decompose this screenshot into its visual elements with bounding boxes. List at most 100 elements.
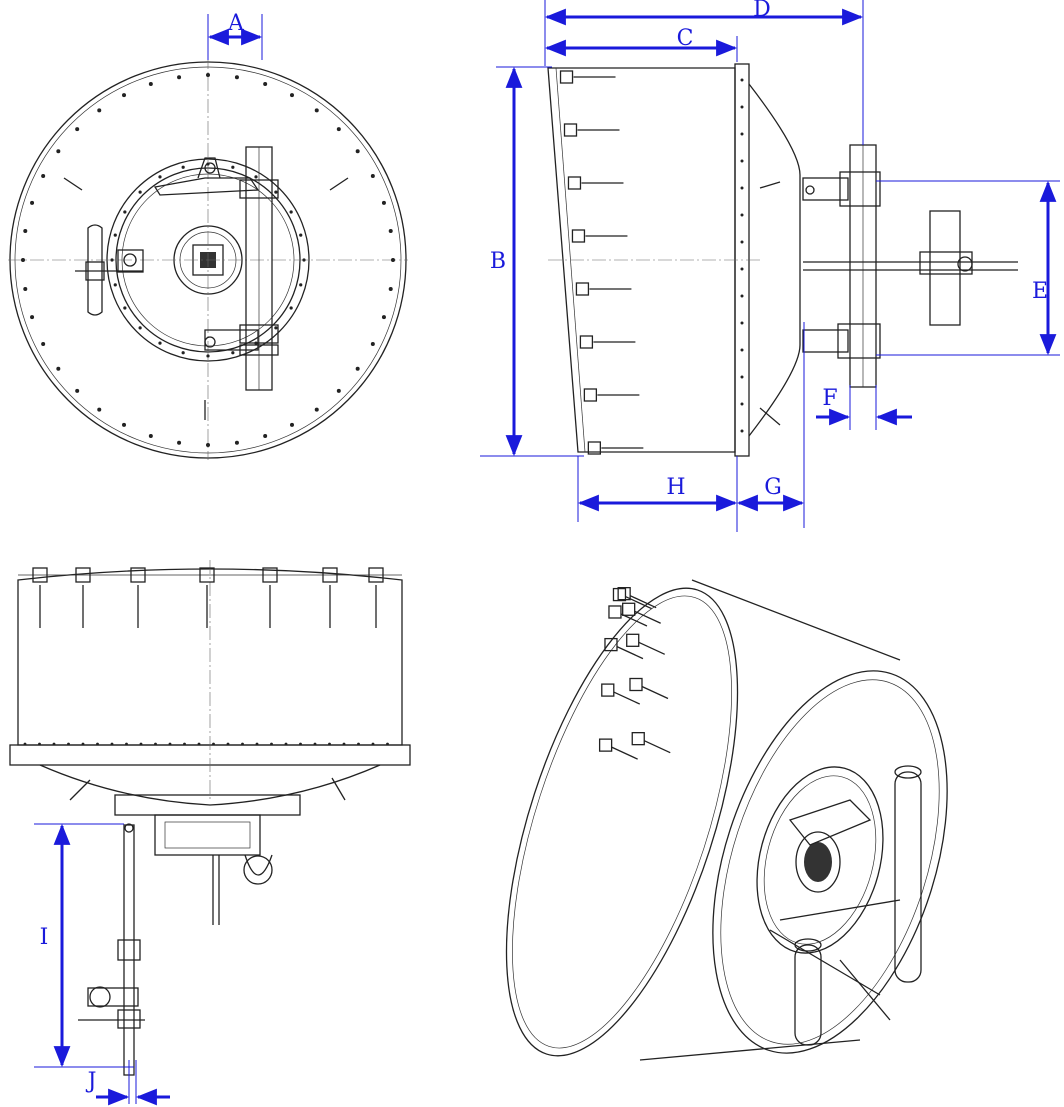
flange-bolt	[123, 210, 127, 214]
dimensions: A D C B E F H G	[34, 0, 1060, 1106]
dimension-h-label: H	[666, 475, 685, 500]
side-latch-plate	[567, 176, 582, 190]
side-latch-plate	[563, 123, 578, 137]
side-flange-bolt	[740, 105, 744, 109]
bottom-flange-bolt	[168, 742, 172, 746]
side-latch-plate	[571, 229, 586, 243]
iso-latch-plate	[604, 637, 618, 652]
bottom-latches	[32, 567, 384, 628]
bottom-flange-bolt	[328, 742, 331, 746]
rim-bolt	[388, 286, 393, 291]
iso-latch-plate	[617, 587, 631, 601]
flange-bolt	[113, 283, 117, 287]
iso-latch-arm	[611, 746, 638, 760]
rim-bolt	[122, 422, 127, 427]
rim-bolt	[355, 366, 360, 371]
flange-bolt	[254, 175, 258, 179]
dimension-j-label: J	[86, 1069, 97, 1094]
rim-bolt	[148, 433, 153, 438]
iso-latch-arm	[638, 641, 665, 655]
rim-bolt	[177, 75, 182, 80]
rim-bolt	[97, 108, 102, 113]
dimension-g-label: G	[764, 475, 782, 500]
bottom-flange-bolt	[371, 742, 375, 746]
bottom-flange-bolt	[299, 742, 302, 746]
bottom-flange-bolt	[38, 742, 41, 746]
flange-bolt	[138, 190, 142, 194]
iso-latch-plate	[598, 738, 613, 752]
bottom-flange-bolt	[284, 742, 288, 746]
dimension-e-label: E	[1032, 279, 1048, 304]
flange-bolt	[123, 306, 127, 310]
dimension-c-label: C	[677, 26, 694, 51]
rim-bolt	[388, 229, 393, 234]
bottom-flange-bolt	[23, 742, 27, 746]
isometric-view	[505, 579, 948, 1061]
flange-bolt	[274, 190, 278, 194]
rim-bolt	[263, 82, 268, 87]
rim-bolt	[30, 315, 35, 320]
bottom-latch-plate	[199, 567, 215, 583]
side-latch-plate	[575, 282, 590, 296]
side-flange-bolt	[740, 375, 744, 379]
rim-bolt	[381, 315, 386, 320]
side-latch-plate	[587, 441, 601, 455]
rim-bolt	[97, 407, 102, 412]
flange-bolt	[289, 306, 293, 310]
side-view	[547, 63, 1018, 457]
bottom-flange-bolt	[81, 742, 85, 746]
flange-bolt	[113, 233, 117, 237]
flange-bolt	[231, 165, 235, 169]
rim-bolt	[122, 93, 127, 98]
flange-bolt	[181, 351, 185, 355]
bottom-flange-bolt	[154, 742, 157, 746]
bottom-flange-bolt	[212, 742, 215, 746]
iso-latch-arm	[613, 691, 641, 705]
side-flange-bolt	[740, 402, 744, 406]
rim-bolt	[23, 286, 28, 291]
flange-bolt	[138, 326, 142, 330]
iso-latch-arm	[620, 613, 648, 627]
rim-bolt	[30, 200, 35, 205]
iso-latch-plate	[622, 602, 636, 616]
bottom-flange-bolt	[386, 742, 389, 746]
bottom-flange-bolt	[139, 742, 143, 746]
side-flange-bolt	[740, 267, 744, 271]
flange-bolt	[181, 165, 185, 169]
bottom-latch-plate	[32, 567, 48, 583]
bottom-latch-plate	[75, 567, 91, 583]
rim-bolt	[41, 174, 46, 179]
flange-bolt	[231, 351, 235, 355]
rim-bolt	[75, 388, 80, 393]
flange-bolt	[158, 341, 162, 345]
iso-latch-arm	[625, 595, 652, 610]
bottom-flange-bolt	[357, 742, 360, 746]
rim-bolt	[314, 407, 319, 412]
bottom-flange-bolt	[241, 742, 244, 746]
iso-latch-plate	[631, 732, 645, 746]
rim-bolt	[289, 93, 294, 98]
bottom-flange-bolt	[183, 742, 186, 746]
rim-bolt	[370, 174, 375, 179]
flange-bolt	[299, 233, 303, 237]
iso-latch-arm	[643, 740, 671, 754]
side-latch-plate	[583, 388, 598, 402]
side-flange-bolt	[740, 348, 744, 352]
bottom-flange-bolt	[313, 742, 317, 746]
bottom-bolts	[23, 742, 389, 746]
rim-bolt	[391, 258, 395, 262]
flange-bolt	[206, 354, 210, 358]
bottom-flange-bolt	[125, 742, 128, 746]
iso-latch-arm	[634, 610, 661, 624]
iso-latch-arm	[616, 646, 644, 660]
rim-bolts	[21, 73, 395, 447]
rim-bolt	[23, 229, 28, 234]
iso-latch-plate	[626, 633, 640, 647]
dimension-a-label: A	[227, 11, 245, 36]
flange-bolt	[274, 326, 278, 330]
side-flange-bolt	[740, 213, 744, 217]
iso-latch-plate	[608, 605, 622, 619]
bottom-latch-plate	[368, 567, 384, 583]
bottom-flange-bolt	[197, 742, 201, 746]
